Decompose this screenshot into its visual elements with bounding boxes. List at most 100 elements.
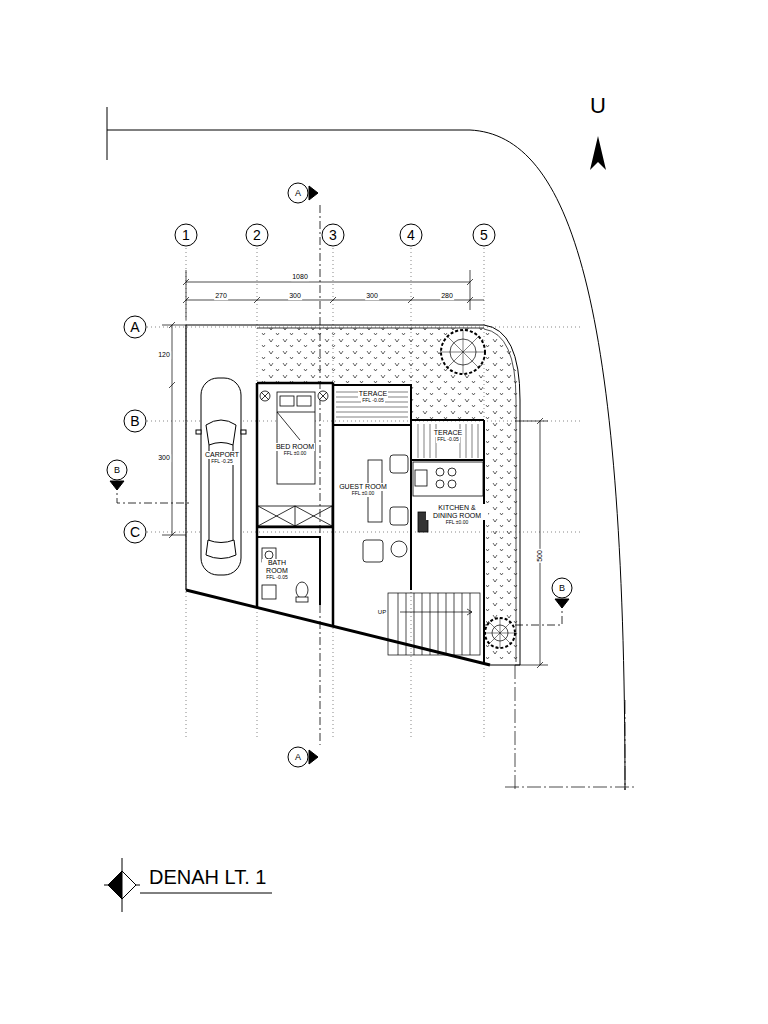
wall [333, 385, 484, 663]
north-arrow [590, 136, 606, 170]
furniture [436, 480, 444, 488]
grid-bubble: 3 [321, 223, 345, 247]
section-line [117, 482, 190, 503]
circle-outline [552, 578, 572, 598]
bed-symbol [297, 396, 311, 406]
grid-bubble: 1 [174, 223, 198, 247]
wall [484, 325, 520, 665]
floor-level: FFL -0.05 [361, 398, 385, 404]
grid-bubble: 2 [245, 223, 269, 247]
dimension: 1080 [291, 273, 309, 281]
section-letter: B [106, 459, 128, 481]
room-name: KITCHEN & DINING ROOM [426, 504, 488, 520]
dimension: 300 [157, 454, 171, 462]
drawing-title: DENAH LT. 1 [148, 866, 267, 888]
stair [388, 593, 480, 655]
wall [185, 325, 186, 590]
car-symbol [241, 430, 246, 434]
car-symbol [201, 378, 241, 575]
room-label: BED ROOMFFL ±0.00 [275, 443, 315, 457]
wardrobe [258, 506, 332, 526]
terrace-deck [418, 424, 478, 458]
room-name: CARPORT [204, 451, 240, 459]
grid-number: 1 [174, 223, 198, 247]
dimension-line [186, 282, 484, 300]
room-label: TERACEFFL -0.05 [358, 390, 388, 404]
bed-symbol [261, 392, 327, 400]
room-name: GUEST ROOM [338, 483, 388, 491]
circle-outline [288, 747, 308, 767]
grid-bubble: B [123, 409, 147, 433]
car-symbol [206, 540, 236, 559]
section-line [117, 193, 562, 757]
wall [186, 325, 520, 665]
stair-note: UP [377, 609, 387, 616]
tree-symbol [485, 618, 515, 648]
property-line [107, 130, 625, 790]
dimension: 500 [536, 549, 544, 563]
dimension-line [186, 270, 470, 320]
circle-outline [124, 316, 146, 338]
room-name: TERACE [433, 429, 463, 437]
circle-outline [246, 224, 268, 246]
stair [388, 593, 480, 655]
floor-level: FFL -0.05 [265, 575, 289, 581]
title-symbol [108, 871, 122, 899]
dimension-line [505, 665, 635, 790]
furniture [448, 468, 456, 476]
circle-outline [124, 410, 146, 432]
section-letter: A [287, 746, 309, 768]
wall [257, 328, 484, 329]
wall [484, 329, 516, 662]
wall [257, 383, 333, 626]
stair [398, 593, 470, 655]
room-name: BED ROOM [275, 443, 315, 451]
dimension: 270 [214, 292, 228, 300]
room-label: BATH ROOMFFL -0.05 [262, 559, 292, 581]
car-symbol [206, 420, 236, 445]
bath-fixture [262, 548, 308, 602]
wardrobe [258, 506, 332, 526]
terrace-deck [336, 392, 478, 458]
dimension-line [162, 270, 635, 790]
bed-symbol [260, 391, 328, 484]
floor-level: FFL -0.25 [210, 459, 234, 465]
furniture [391, 541, 407, 557]
title-symbol [108, 871, 136, 899]
floor-level: FFL -0.05 [436, 437, 460, 443]
dimension: 300 [365, 292, 379, 300]
tree-symbol [485, 618, 515, 648]
title-symbol [104, 858, 272, 912]
bed-symbol [277, 412, 315, 440]
north-letter: U [589, 94, 607, 118]
section-marker: A [287, 746, 309, 768]
room-name: BATH ROOM [262, 559, 292, 575]
room-label: CARPORTFFL -0.25 [204, 451, 240, 465]
section-pointer [555, 599, 569, 608]
wardrobe [258, 506, 332, 526]
tree-symbol [441, 330, 515, 648]
grid-bubble: 4 [399, 223, 423, 247]
property-line [107, 107, 108, 160]
floor-level: FFL ±0.00 [283, 451, 308, 457]
grid-number: 3 [321, 223, 345, 247]
grid-number: 2 [245, 223, 269, 247]
section-marker: B [106, 459, 128, 481]
grid-bubble: C [123, 520, 147, 544]
grid-bubble: 5 [472, 223, 496, 247]
circle-outline [288, 183, 308, 203]
room-label: GUEST ROOMFFL ±0.00 [338, 483, 388, 497]
circle-outline [473, 224, 495, 246]
section-marker: A [287, 182, 309, 204]
furniture [363, 540, 383, 562]
dimension-line [183, 279, 473, 303]
bed-symbol [277, 392, 315, 484]
furniture [436, 468, 444, 476]
bath-fixture [265, 551, 273, 559]
title-symbol [140, 893, 272, 894]
circle-outline [107, 460, 127, 480]
section-letter: A [287, 182, 309, 204]
dimension: 280 [440, 292, 454, 300]
